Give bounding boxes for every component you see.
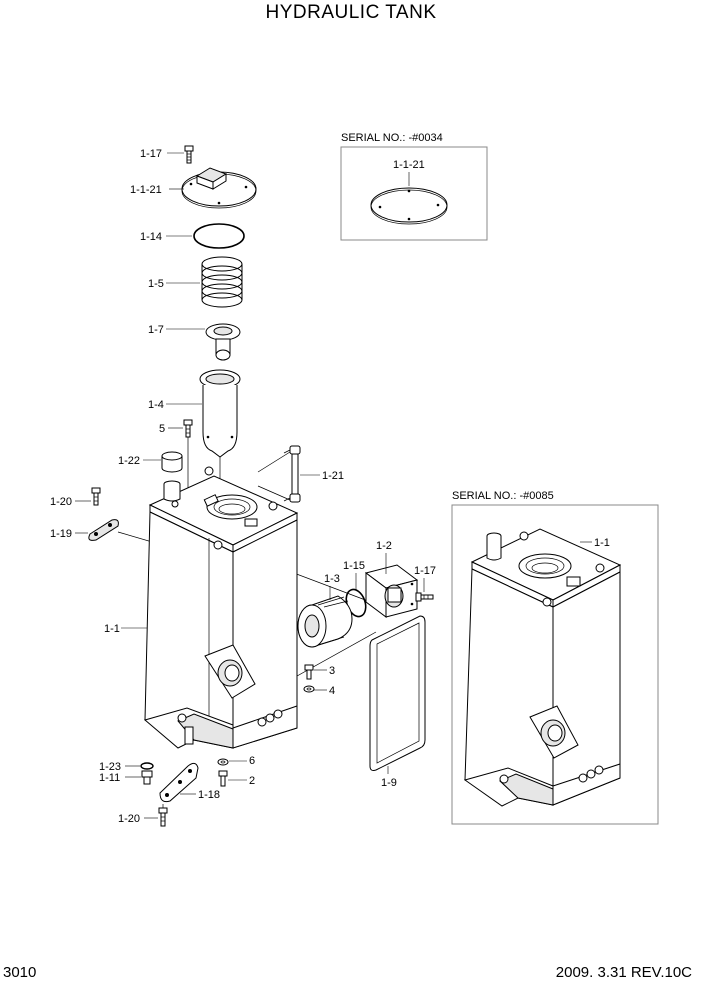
inset-frame xyxy=(340,146,488,241)
bolt-1-17 xyxy=(184,145,194,164)
spring-1-5 xyxy=(201,256,243,308)
callout-label: 1-19 xyxy=(50,528,72,540)
level-gauge-1-21 xyxy=(283,445,301,503)
cap-1-22 xyxy=(161,451,183,473)
callout-label: 3 xyxy=(329,665,335,677)
inset-label: SERIAL NO.: -#0085 xyxy=(452,490,554,502)
bolt-1-20-bottom xyxy=(158,807,168,827)
callout-label: 4 xyxy=(329,685,335,697)
callout-label: 1-9 xyxy=(381,777,397,789)
callout-label: 1-21 xyxy=(322,470,344,482)
callout-label: 1-2 xyxy=(376,540,392,552)
callout-label: 1-18 xyxy=(198,789,220,801)
hydraulic-tank-1-1 xyxy=(143,466,299,749)
flange-1-2 xyxy=(364,564,419,618)
callout-label: 1-1 xyxy=(594,537,610,549)
callout-label: 1-17 xyxy=(414,565,436,577)
callout-label: 6 xyxy=(249,755,255,767)
callout-label: 1-1-21 xyxy=(393,159,425,171)
page-number: 3010 xyxy=(3,964,37,981)
inset-frame xyxy=(451,504,659,825)
callout-label: 1-23 xyxy=(99,761,121,773)
cover-plate-1-9 xyxy=(369,615,426,771)
valve-1-7 xyxy=(205,323,241,361)
washer-4 xyxy=(303,685,315,693)
callout-label: 5 xyxy=(159,423,165,435)
callout-label: 2 xyxy=(249,775,255,787)
callout-label: 1-15 xyxy=(343,560,365,572)
washer-6 xyxy=(217,758,229,766)
callout-label: 1-3 xyxy=(324,573,340,585)
callout-label: 1-11 xyxy=(99,772,120,784)
callout-label: 1-20 xyxy=(118,813,140,825)
bolt-1-17-right xyxy=(415,592,434,602)
bracket-1-18 xyxy=(159,762,199,803)
callout-label: 1-20 xyxy=(50,496,72,508)
callout-label: 1-5 xyxy=(148,278,164,290)
inset-label: SERIAL NO.: -#0034 xyxy=(341,132,443,144)
tank-cover-1-1-21 xyxy=(181,167,257,209)
bolt-1-20-top xyxy=(91,487,101,506)
page-title: HYDRAULIC TANK xyxy=(265,2,437,23)
bolt-2 xyxy=(218,770,228,787)
callout-label: 1-22 xyxy=(118,455,140,467)
inset-serial-0085: SERIAL NO.: -#0085 1-1 xyxy=(451,490,659,825)
callout-label: 1-1-21 xyxy=(130,184,162,196)
o-ring-1-14 xyxy=(193,223,245,249)
callout-label: 1-1 xyxy=(104,623,120,635)
callout-label: 1-7 xyxy=(148,324,164,336)
callout-label: 1-17 xyxy=(140,148,162,160)
strainer-1-4 xyxy=(199,369,241,463)
callout-label: 1-14 xyxy=(140,231,162,243)
o-ring-1-23 xyxy=(140,762,154,770)
callout-label: 1-4 xyxy=(148,399,164,411)
bolt-3 xyxy=(304,664,314,680)
drain-plug-1-11 xyxy=(141,770,153,785)
inset-serial-0034: SERIAL NO.: -#0034 1-1-21 xyxy=(340,132,488,241)
bolt-5 xyxy=(183,419,193,438)
tank-cover-plate xyxy=(370,187,448,223)
filter-element-1-3 xyxy=(297,595,353,648)
revision-date: 2009. 3.31 REV.10C xyxy=(555,964,692,981)
bracket-1-19 xyxy=(88,519,119,541)
